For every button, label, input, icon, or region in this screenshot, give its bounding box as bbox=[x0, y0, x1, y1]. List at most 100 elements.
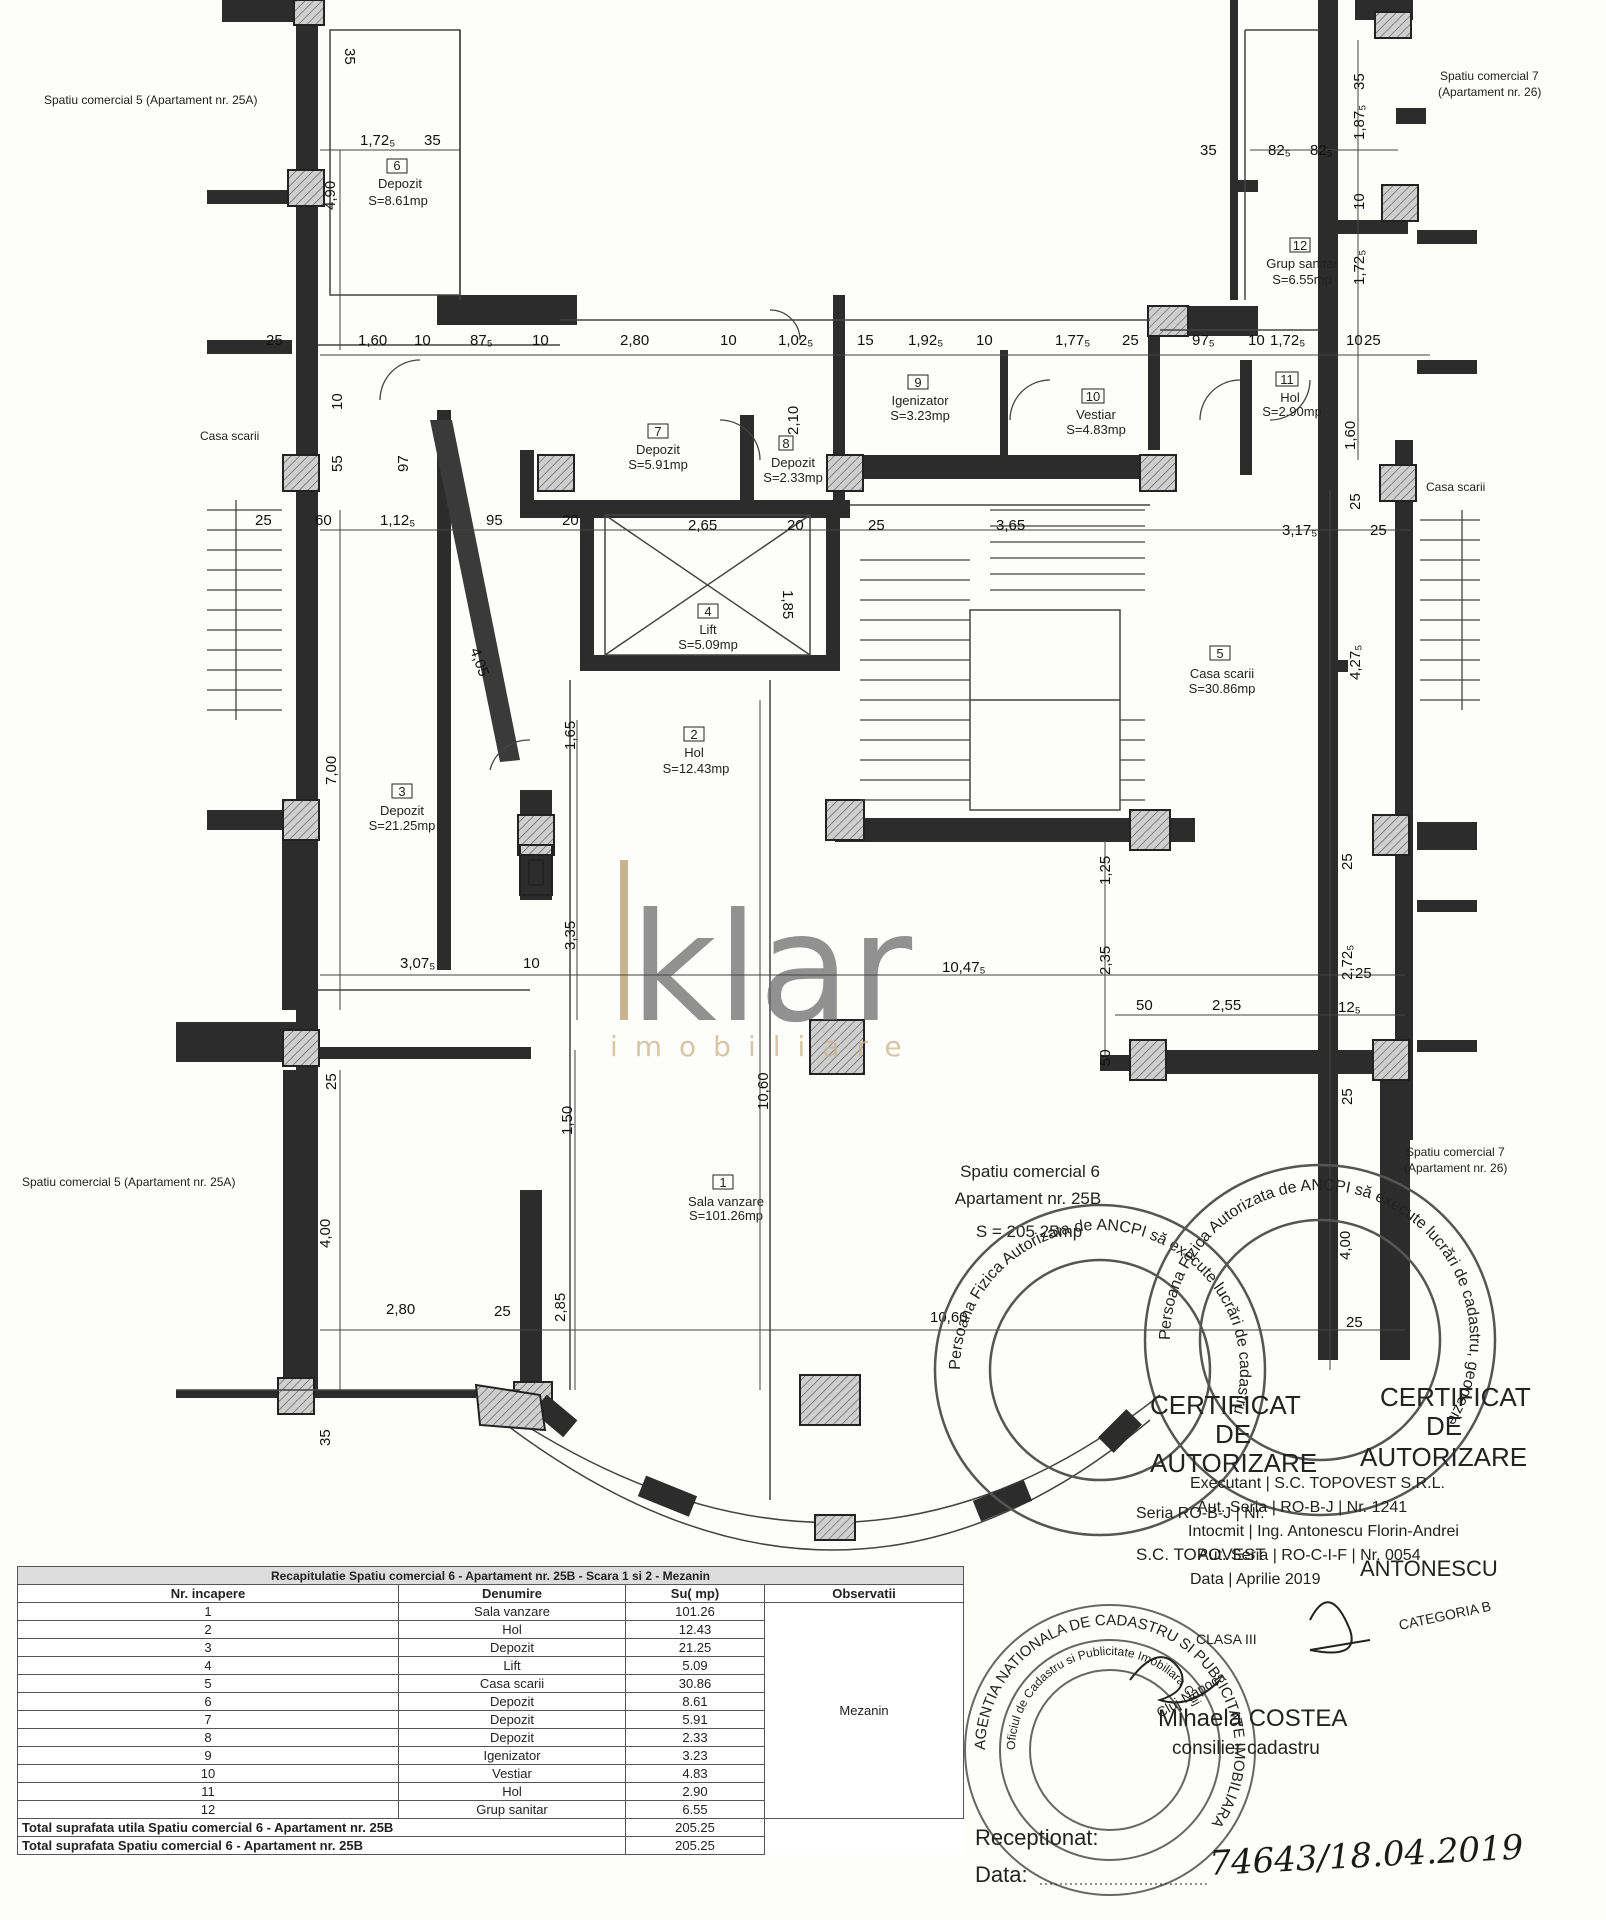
cell-nr: 2 bbox=[17, 1620, 399, 1639]
stamp-intocmit: Intocmit | Ing. Antonescu Florin-Andrei bbox=[1188, 1523, 1459, 1540]
dim-15: 15 bbox=[857, 332, 874, 349]
col-nr: Nr. incapere bbox=[17, 1584, 399, 1603]
dim-172c: 1,72₅ bbox=[1351, 250, 1368, 285]
cell-su: 5.91 bbox=[625, 1710, 765, 1729]
dim-25b: 25 bbox=[1122, 332, 1139, 349]
label-sc7-bottom-1: Spatiu comercial 7 bbox=[1406, 1145, 1505, 1159]
room-6: 6 Depozit S=8.61mp bbox=[368, 158, 428, 208]
dim-10i: 10 bbox=[523, 955, 540, 972]
stamp1-topovest: S.C. TOPOVEST bbox=[1136, 1545, 1266, 1564]
stamp-aut2: Aut. Seria | RO-C-I-F | Nr. 0054 bbox=[1198, 1547, 1421, 1564]
room-5-num: 5 bbox=[1216, 646, 1223, 661]
dim-25l: 25 bbox=[494, 1303, 511, 1320]
cell-su: 30.86 bbox=[625, 1674, 765, 1693]
stamp2-de: DE bbox=[1426, 1411, 1462, 1441]
dim-307: 3,07₅ bbox=[400, 955, 435, 972]
room-2-area: S=12.43mp bbox=[663, 761, 730, 776]
col-su: Su( mp) bbox=[625, 1584, 765, 1603]
dim-1060v: 10,60 bbox=[755, 1072, 772, 1110]
dim-25i: 25 bbox=[1355, 965, 1372, 982]
dim-20a: 20 bbox=[562, 512, 579, 529]
cell-den: Grup sanitar bbox=[398, 1800, 626, 1819]
dim-112: 1,12₅ bbox=[380, 512, 415, 529]
dim-10e: 10 bbox=[1248, 332, 1265, 349]
cell-su: 2.33 bbox=[625, 1728, 765, 1747]
dim-400a: 4,00 bbox=[317, 1219, 334, 1248]
stamp-aut1: Aut. Seria | RO-B-J | Nr. 1241 bbox=[1197, 1499, 1407, 1516]
dim-35c: 35 bbox=[1200, 142, 1217, 159]
dim-160a: 1,60 bbox=[358, 332, 387, 349]
room-1-num: 1 bbox=[719, 1175, 726, 1190]
room-3-num: 3 bbox=[398, 784, 405, 799]
room-4-area: S=5.09mp bbox=[678, 637, 738, 652]
dim-285: 2,85 bbox=[552, 1293, 569, 1322]
cell-den: Igenizator bbox=[398, 1746, 626, 1765]
cell-su: 2.90 bbox=[625, 1782, 765, 1801]
cell-den: Depozit bbox=[398, 1638, 626, 1657]
room-4-name: Lift bbox=[699, 622, 717, 637]
dim-82b: 82₅ bbox=[1310, 142, 1333, 159]
cell-nr: 10 bbox=[17, 1764, 399, 1783]
room-7: 7 Depozit S=5.91mp bbox=[628, 423, 688, 472]
dim-400b: 4,00 bbox=[1337, 1231, 1354, 1260]
dim-177: 1,77₅ bbox=[1055, 332, 1090, 349]
room-2-num: 2 bbox=[690, 727, 697, 742]
room-8-name: Depozit bbox=[771, 455, 815, 470]
dim-10d: 10 bbox=[976, 332, 993, 349]
shaft-detail bbox=[519, 844, 553, 896]
label-sc7-top-2: (Apartament nr. 26) bbox=[1438, 85, 1541, 99]
room-12-num: 12 bbox=[1293, 238, 1307, 253]
room-9: 9 Igenizator S=3.23mp bbox=[890, 374, 950, 423]
room-3: 3 Depozit S=21.25mp bbox=[369, 783, 436, 833]
cell-su: 6.55 bbox=[625, 1800, 765, 1819]
dim-365: 3,65 bbox=[996, 517, 1025, 534]
room-12-name: Grup sanitar bbox=[1266, 256, 1338, 271]
pillars bbox=[277, 0, 1419, 1426]
dim-25e: 25 bbox=[255, 512, 272, 529]
dim-25j: 25 bbox=[1339, 1088, 1356, 1105]
dim-35e: 35 bbox=[317, 1429, 334, 1446]
cell-den: Depozit bbox=[398, 1692, 626, 1711]
dim-60: 60 bbox=[315, 512, 332, 529]
room-11-num: 11 bbox=[1280, 372, 1294, 387]
dim-82a: 82₅ bbox=[1268, 142, 1291, 159]
room-8-num: 8 bbox=[782, 436, 789, 451]
dimension-lines bbox=[320, 40, 1430, 1390]
stamp2-certificat: CERTIFICAT bbox=[1380, 1382, 1531, 1412]
cell-observatii: Mezanin bbox=[764, 1602, 964, 1819]
stamp-executant: Executant | S.C. TOPOVEST S.R.L. bbox=[1190, 1475, 1445, 1492]
cell-nr: 5 bbox=[17, 1674, 399, 1693]
room-3-area: S=21.25mp bbox=[369, 818, 436, 833]
room-7-num: 7 bbox=[654, 424, 661, 439]
cell-su: 5.09 bbox=[625, 1656, 765, 1675]
dim-25k: 25 bbox=[323, 1073, 340, 1090]
room-10-num: 10 bbox=[1086, 389, 1100, 404]
cell-su: 4.83 bbox=[625, 1764, 765, 1783]
cell-nr: 12 bbox=[17, 1800, 399, 1819]
watermark-logo: klar imobiliare bbox=[610, 860, 912, 1063]
room-5-name: Casa scarii bbox=[1190, 666, 1254, 681]
cell-den: Hol bbox=[398, 1620, 626, 1639]
dim-210: 2,10 bbox=[785, 406, 802, 435]
stamp1-seria: Seria RO-B-J | Nr. bbox=[1136, 1505, 1265, 1522]
dim-125: 1,25 bbox=[1097, 856, 1114, 885]
stair-treads bbox=[207, 500, 1480, 801]
cell-su: 101.26 bbox=[625, 1602, 765, 1621]
room-5-area: S=30.86mp bbox=[1189, 681, 1256, 696]
cell-den: Sala vanzare bbox=[398, 1602, 626, 1621]
dim-25m: 25 bbox=[1346, 1314, 1363, 1331]
dim-10h: 10 bbox=[329, 393, 346, 410]
dim-280a: 2,80 bbox=[620, 332, 649, 349]
dim-25a: 25 bbox=[266, 332, 283, 349]
cell-su: 12.43 bbox=[625, 1620, 765, 1639]
cell-den: Vestiar bbox=[398, 1764, 626, 1783]
handwritten-number: 74643/18.04.2019 bbox=[1208, 1828, 1524, 1884]
room-5: 5 Casa scarii S=30.86mp bbox=[1189, 645, 1256, 696]
dim-25d: 25 bbox=[1347, 493, 1364, 510]
cell-nr: 4 bbox=[17, 1656, 399, 1675]
dim-172: 1,72₅ bbox=[360, 132, 395, 149]
